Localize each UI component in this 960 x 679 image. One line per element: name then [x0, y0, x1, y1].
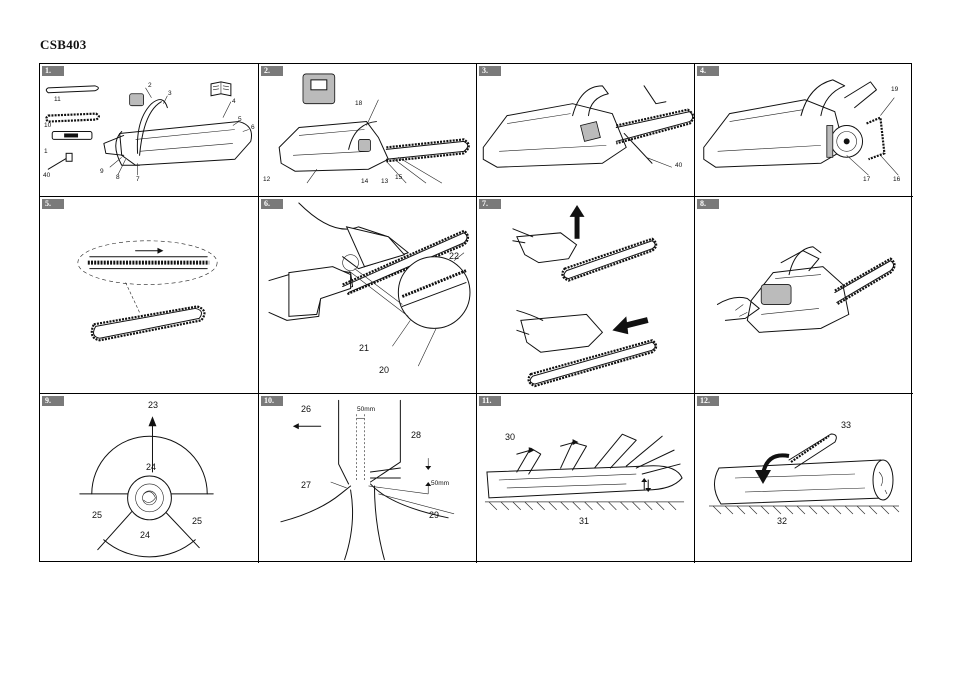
- felling-escape-zone-diagram: [79, 416, 214, 558]
- callout: 10: [44, 122, 52, 129]
- felling-cut-diagram: [280, 399, 455, 561]
- callout: 28: [411, 430, 422, 440]
- panel-number: 5.: [42, 199, 64, 209]
- callout: 6: [251, 124, 255, 131]
- panel-7: 7.: [477, 197, 695, 394]
- document-title: CSB403: [40, 37, 87, 52]
- panel-number: 11.: [479, 396, 501, 406]
- callout: 23: [148, 400, 159, 410]
- panel-number: 9.: [42, 396, 64, 406]
- panel-4: 4. 19 17 16: [695, 64, 913, 197]
- arrow-up-icon: [569, 204, 585, 239]
- chainsaw-grip-drawing: [716, 246, 896, 333]
- panel-number: 6.: [261, 199, 283, 209]
- chainsaw-tension-drawing: [482, 85, 694, 168]
- figure-grid: 1. 11 10 1 40 2 3 4 5 6 9 8 7 2. 18 12: [39, 63, 913, 563]
- panel-8: 8.: [695, 197, 913, 394]
- limbing-drawing: [484, 433, 685, 511]
- callout: 5: [238, 116, 242, 123]
- callout: 13: [381, 178, 389, 185]
- arrow-left-icon: [612, 316, 649, 335]
- panel-1: 1. 11 10 1 40 2 3 4 5 6 9 8 7: [40, 64, 259, 197]
- chain-fitting-drawing: [268, 202, 471, 367]
- callout: 32: [777, 516, 788, 526]
- panel-number: 4.: [697, 66, 719, 76]
- panel-number: 1.: [42, 66, 64, 76]
- callout: 24: [146, 462, 157, 472]
- panel-10: 10. 26 50mm 28 27 50mm 29: [259, 394, 477, 563]
- callout: 20: [379, 365, 390, 375]
- callout: 9: [100, 168, 104, 175]
- panel-number: 3.: [479, 66, 501, 76]
- callout: 15: [395, 174, 403, 181]
- panel-6: 6. 22 21 20: [259, 197, 477, 394]
- panel-number: 10.: [261, 396, 283, 406]
- panel-number: 2.: [261, 66, 283, 76]
- chainsaw-battery-drawing: [278, 73, 470, 184]
- callout: 16: [893, 176, 901, 183]
- battery-icon: [302, 73, 336, 105]
- chain-direction-drawing: [77, 240, 218, 342]
- callout: 2: [148, 82, 152, 89]
- curved-arrow-icon: [755, 453, 790, 484]
- manual-book-icon: [210, 81, 232, 97]
- callout: 24: [140, 530, 151, 540]
- panel-5: 5.: [40, 197, 259, 394]
- callout: 25: [92, 510, 103, 520]
- callout: 17: [863, 176, 871, 183]
- panel-2: 2. 18 12 14 13 15: [259, 64, 477, 197]
- chain-tension-check-drawing: [512, 204, 658, 388]
- callout: 33: [841, 420, 852, 430]
- callout: 12: [263, 176, 271, 183]
- panel-number: 8.: [697, 199, 719, 209]
- callout: 31: [579, 516, 590, 526]
- panel-9: 9. 23 24 25 25 24: [40, 394, 259, 563]
- callout: 7: [136, 176, 140, 183]
- callout: 50mm: [431, 480, 450, 487]
- panel-12: 12. 33 32: [695, 394, 913, 563]
- callout: 4: [232, 98, 236, 105]
- callout: 29: [429, 510, 440, 520]
- log-cutting-drawing: [709, 433, 900, 515]
- callout: 27: [301, 480, 312, 490]
- callout: 50mm: [357, 406, 376, 413]
- callout: 19: [891, 86, 899, 93]
- panel-number: 7.: [479, 199, 501, 209]
- callout: 30: [505, 432, 516, 442]
- callout: 3: [168, 90, 172, 97]
- callout: 18: [355, 100, 363, 107]
- callout: 11: [54, 96, 61, 103]
- panel-3: 3. 40: [477, 64, 695, 197]
- panel-11: 11. 30 31: [477, 394, 695, 563]
- callout: 22: [449, 251, 460, 261]
- callout: 21: [359, 343, 370, 353]
- callout: 26: [301, 404, 312, 414]
- callout: 8: [116, 174, 120, 181]
- callout: 40: [675, 162, 683, 169]
- chainsaw-parts-drawing: [45, 81, 252, 176]
- chainsaw-sprocket-drawing: [703, 79, 899, 176]
- panel-number: 12.: [697, 396, 719, 406]
- callout: 1: [44, 148, 48, 155]
- callout: 25: [192, 516, 203, 526]
- callout: 14: [361, 178, 369, 185]
- callout: 40: [43, 172, 51, 179]
